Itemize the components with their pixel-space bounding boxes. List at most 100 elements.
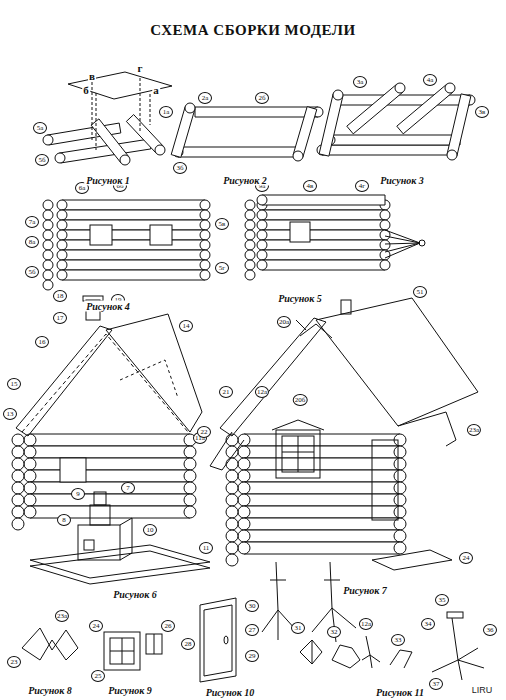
callout-number: 10 xyxy=(143,524,157,536)
plane-letter: а xyxy=(152,84,160,96)
log-end xyxy=(293,151,303,161)
log xyxy=(24,434,190,446)
callout-number: 23 xyxy=(7,656,21,668)
log-end xyxy=(12,470,24,482)
callout-number: 34 xyxy=(421,618,435,630)
door-inner xyxy=(204,605,232,676)
plane-letter: б xyxy=(82,84,90,96)
log-body xyxy=(244,482,400,494)
callout-number: 5б xyxy=(35,154,49,166)
log-end xyxy=(238,470,250,482)
guide-line xyxy=(140,78,141,132)
log-end xyxy=(43,210,53,220)
log-end xyxy=(226,542,238,554)
callout-number: 24 xyxy=(459,552,473,564)
callout-number: 8а xyxy=(25,236,39,248)
figure-caption: Рисунок 11 xyxy=(374,687,426,698)
log-end xyxy=(43,220,53,230)
log-end xyxy=(226,506,238,518)
log-end xyxy=(184,506,196,518)
log xyxy=(447,94,471,160)
callout-number: 51 xyxy=(413,286,427,298)
log-end xyxy=(226,554,238,566)
chicken-leg xyxy=(312,562,356,642)
log-end xyxy=(380,220,390,230)
log-body xyxy=(244,542,400,554)
log-body xyxy=(262,230,385,240)
log-body xyxy=(397,84,453,134)
log xyxy=(257,250,385,260)
log xyxy=(57,240,205,250)
callout-number: 4г xyxy=(355,180,369,192)
callout-number: 12а xyxy=(255,386,269,398)
log-body xyxy=(30,494,190,506)
door xyxy=(372,440,398,520)
log-end xyxy=(184,482,196,494)
diagram-title: СХЕМА СБОРКИ МОДЕЛИ xyxy=(150,22,355,39)
log-end xyxy=(24,494,36,506)
log-end xyxy=(245,230,255,240)
log-end xyxy=(245,220,255,230)
shutter xyxy=(146,634,162,654)
porch xyxy=(372,550,452,570)
log-body xyxy=(62,250,205,260)
figure-caption: Рисунок 4 xyxy=(84,301,132,312)
log-end xyxy=(226,470,238,482)
log-end xyxy=(200,270,210,280)
log xyxy=(257,195,385,205)
stove-pipe xyxy=(94,492,106,505)
log-end xyxy=(200,240,210,250)
log-end xyxy=(12,446,24,458)
log-end xyxy=(395,83,405,93)
log-end xyxy=(226,518,238,530)
logs xyxy=(12,83,475,566)
callout-number: 5г xyxy=(215,262,229,274)
callout-number: 2а xyxy=(198,92,212,104)
assembled-leg xyxy=(432,618,484,680)
log-end xyxy=(57,260,67,270)
log-end xyxy=(57,220,67,230)
window-glass xyxy=(110,638,134,664)
log-end xyxy=(24,470,36,482)
callout-number: 4а xyxy=(423,74,437,86)
log-end xyxy=(43,270,53,280)
window-opening xyxy=(150,225,172,245)
figure-caption: Рисунок 6 xyxy=(111,589,159,600)
log-end xyxy=(226,530,238,542)
log-end xyxy=(238,530,250,542)
log-end xyxy=(184,470,196,482)
log-end xyxy=(394,446,406,458)
callout-number: 22 xyxy=(197,426,211,438)
template-plane xyxy=(68,72,172,99)
callout-number: 5б xyxy=(25,266,39,278)
log-body xyxy=(244,470,400,482)
callout-number: 20б xyxy=(293,394,308,406)
callout-number: 8 xyxy=(57,514,71,526)
window-glass xyxy=(282,436,314,472)
roof-left xyxy=(16,326,112,436)
log xyxy=(340,95,475,105)
leg-part xyxy=(362,636,380,668)
log-body xyxy=(30,446,190,458)
log-end xyxy=(394,482,406,494)
log xyxy=(57,260,205,270)
log-body xyxy=(244,506,400,518)
callout-number: 20а xyxy=(277,316,291,328)
log-body xyxy=(262,210,385,220)
log-end xyxy=(238,446,250,458)
chimney xyxy=(341,300,351,314)
log xyxy=(57,270,205,280)
log xyxy=(257,230,385,240)
window-lintel xyxy=(272,420,324,430)
line-art xyxy=(16,72,484,682)
log-end xyxy=(184,446,196,458)
log-body xyxy=(30,458,190,470)
log-end xyxy=(185,103,195,113)
log-end xyxy=(380,210,390,220)
log xyxy=(24,446,190,458)
log xyxy=(257,260,385,270)
stove-top xyxy=(90,505,110,525)
shutter-bar xyxy=(154,634,155,654)
log-body xyxy=(62,220,205,230)
log-body xyxy=(244,530,400,542)
